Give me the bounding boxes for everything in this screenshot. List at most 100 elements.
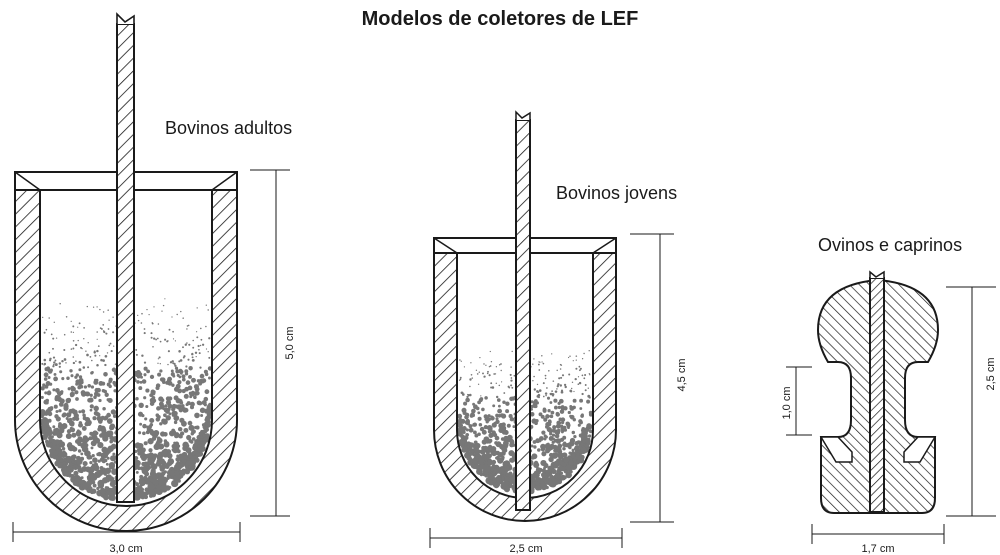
sediment-particle — [137, 314, 139, 317]
sediment-particle — [167, 458, 175, 465]
sediment-particle — [537, 363, 540, 366]
sediment-particle — [137, 319, 140, 322]
sediment-particle — [559, 471, 564, 476]
sediment-particle — [512, 425, 516, 429]
sediment-particle — [545, 414, 550, 419]
sediment-particle — [96, 306, 98, 308]
sediment-particle — [464, 420, 470, 425]
sediment-particle — [159, 369, 163, 373]
sediment-particle — [539, 361, 541, 363]
sediment-particle — [176, 454, 180, 458]
sediment-particle — [501, 481, 509, 489]
sediment-particle — [178, 434, 183, 439]
sediment-particle — [477, 416, 482, 421]
sediment-particle — [156, 436, 161, 441]
sediment-particle — [110, 350, 113, 353]
sediment-particle — [203, 436, 210, 443]
sediment-particle — [511, 386, 514, 389]
sediment-particle — [59, 441, 65, 447]
sediment-particle — [70, 348, 73, 350]
sediment-particle — [488, 374, 491, 377]
sediment-particle — [183, 427, 189, 433]
sediment-particle — [570, 390, 573, 393]
sediment-particle — [556, 385, 559, 388]
width-label: 2,5 cm — [509, 543, 542, 555]
sediment-particle — [180, 310, 182, 313]
sediment-particle — [89, 408, 93, 412]
sediment-particle — [140, 322, 143, 324]
sediment-particle — [90, 370, 94, 374]
sediment-particle — [89, 431, 94, 436]
sediment-particle — [109, 425, 114, 431]
sediment-particle — [97, 442, 104, 449]
sediment-particle — [583, 377, 586, 380]
sediment-particle — [493, 373, 496, 375]
sediment-particle — [112, 414, 117, 418]
sediment — [456, 350, 594, 495]
sediment-particle — [195, 425, 200, 430]
sediment-particle — [49, 359, 52, 362]
sediment-particle — [492, 479, 497, 484]
sediment-particle — [193, 395, 197, 400]
sediment-particle — [197, 344, 200, 348]
sediment-particle — [552, 394, 554, 397]
sediment-particle — [489, 426, 493, 431]
sediment-particle — [195, 331, 198, 333]
sediment-particle — [145, 463, 149, 467]
sediment-particle — [460, 360, 462, 362]
sediment-particle — [174, 480, 178, 484]
sediment-particle — [53, 404, 58, 409]
sediment-particle — [198, 348, 200, 351]
sediment-particle — [174, 433, 179, 439]
sediment-particle — [73, 464, 78, 468]
sediment-particle — [551, 445, 555, 449]
sediment-particle — [139, 474, 144, 479]
sediment-particle — [196, 379, 201, 383]
sediment-particle — [578, 381, 582, 385]
sediment-particle — [564, 385, 567, 389]
sediment-particle — [496, 477, 502, 484]
sediment-particle — [548, 452, 554, 458]
sediment-particle — [94, 354, 97, 357]
sediment-particle — [204, 389, 210, 395]
sediment-particle — [496, 398, 501, 402]
sediment-particle — [175, 383, 181, 389]
sediment-particle — [560, 390, 564, 394]
sediment-particle — [477, 449, 482, 454]
sediment-particle — [141, 312, 143, 315]
sediment-particle — [577, 376, 580, 378]
sediment-particle — [70, 473, 75, 479]
sediment-particle — [75, 397, 79, 401]
sediment-particle — [65, 417, 69, 420]
sediment-particle — [164, 298, 166, 300]
sediment-particle — [535, 438, 541, 444]
sediment-particle — [469, 413, 474, 418]
sediment-particle — [90, 446, 94, 450]
gap-label: 1,0 cm — [781, 386, 793, 419]
sediment-particle — [533, 388, 536, 391]
sediment-particle — [547, 409, 551, 413]
sediment-particle — [61, 446, 66, 451]
sediment-particle — [63, 348, 66, 352]
sediment-particle — [177, 444, 181, 448]
sediment-particle — [77, 326, 79, 328]
sediment-particle — [43, 372, 49, 378]
sediment-particle — [143, 441, 148, 446]
sediment-particle — [182, 346, 184, 349]
sediment-particle — [150, 389, 156, 394]
sediment-particle — [145, 388, 150, 393]
sediment-particle — [144, 417, 148, 421]
sediment-particle — [557, 479, 563, 485]
sediment-particle — [185, 402, 189, 407]
sediment-particle — [84, 416, 91, 423]
sediment-particle — [114, 363, 117, 365]
sediment-particle — [110, 409, 117, 415]
sediment-particle — [478, 371, 481, 373]
sediment-particle — [550, 478, 559, 486]
sediment-particle — [39, 409, 46, 415]
sediment-particle — [533, 470, 539, 476]
sediment-particle — [90, 473, 98, 481]
sediment-particle — [87, 366, 90, 369]
sediment-particle — [556, 369, 558, 372]
sediment-particle — [86, 305, 88, 308]
